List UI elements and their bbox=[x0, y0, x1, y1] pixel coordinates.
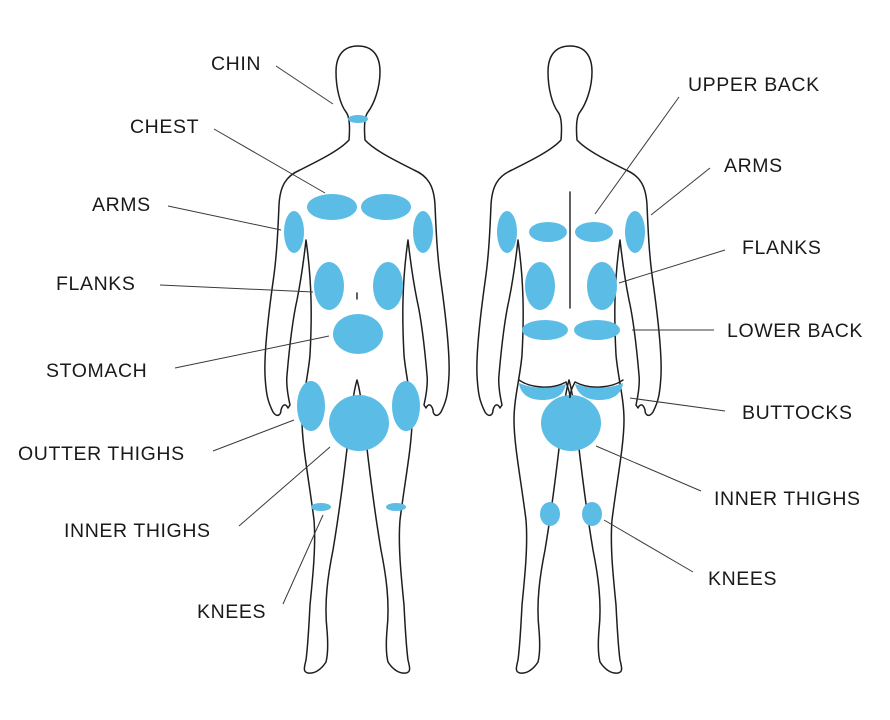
front-chest-zone-right bbox=[361, 194, 411, 220]
front-arm-zone-left bbox=[284, 211, 304, 253]
front-knee-zone-left bbox=[311, 503, 331, 511]
front-body-outline bbox=[264, 45, 450, 674]
back-knee-zone-right bbox=[582, 502, 602, 526]
label-back-inner-thighs: INNER THIGHS bbox=[714, 488, 861, 510]
label-back-lower-back: LOWER BACK bbox=[727, 320, 863, 342]
label-front-flanks: FLANKS bbox=[56, 273, 135, 295]
front-arm-zone-right bbox=[413, 211, 433, 253]
back-buttocks-crease bbox=[518, 379, 624, 399]
back-arm-zone-left bbox=[497, 211, 517, 253]
back-flank-zone-left bbox=[525, 262, 555, 310]
leader-front-inner-thighs bbox=[238, 446, 331, 527]
leader-front-stomach bbox=[174, 335, 330, 369]
label-back-knees: KNEES bbox=[708, 568, 777, 590]
label-front-knees: KNEES bbox=[197, 601, 266, 623]
front-outer-thigh-zone-left bbox=[297, 381, 325, 431]
front-figure bbox=[264, 45, 450, 674]
label-front-chin: CHIN bbox=[211, 53, 261, 75]
label-front-arms: ARMS bbox=[92, 194, 151, 216]
back-flank-zone-right bbox=[587, 262, 617, 310]
back-figure bbox=[476, 45, 662, 674]
back-annotations: UPPER BACK ARMS FLANKS LOWER BACK BUTTOC… bbox=[594, 74, 863, 590]
leader-back-arms bbox=[650, 167, 711, 216]
leader-back-buttocks bbox=[629, 397, 726, 412]
front-stomach-zone bbox=[333, 314, 383, 354]
leader-front-outer-thighs bbox=[212, 419, 295, 452]
leader-back-inner-thighs bbox=[595, 445, 702, 492]
label-back-flanks: FLANKS bbox=[742, 237, 821, 259]
front-flank-zone-right bbox=[373, 262, 403, 310]
leader-back-flanks bbox=[618, 249, 726, 284]
label-front-outer-thighs: OUTTER THIGHS bbox=[18, 443, 185, 465]
back-arm-zone-right bbox=[625, 211, 645, 253]
front-annotations: CHIN CHEST ARMS FLANKS STOMACH OUTTER TH… bbox=[18, 53, 334, 623]
leader-front-chest bbox=[213, 128, 326, 194]
leader-front-flanks bbox=[159, 284, 314, 293]
leader-back-knees bbox=[603, 519, 694, 573]
label-back-buttocks: BUTTOCKS bbox=[742, 402, 853, 424]
back-inner-thigh-zone bbox=[541, 395, 601, 451]
leader-front-knees bbox=[282, 514, 324, 605]
label-front-stomach: STOMACH bbox=[46, 360, 147, 382]
leader-front-chin bbox=[275, 65, 334, 105]
front-knee-zone-right bbox=[386, 503, 406, 511]
label-front-inner-thighs: INNER THIGHS bbox=[64, 520, 211, 542]
back-body-outline bbox=[476, 45, 662, 674]
front-inner-thigh-zone bbox=[329, 395, 389, 451]
back-upper-back-zone-right bbox=[575, 222, 613, 242]
back-buttocks-zone-left bbox=[519, 383, 566, 400]
front-chest-zone-left bbox=[307, 194, 357, 220]
leader-front-arms bbox=[167, 205, 282, 231]
back-lower-back-zone-right bbox=[574, 320, 620, 340]
leader-back-upper-back bbox=[594, 96, 680, 215]
front-chin-zone bbox=[348, 115, 368, 123]
back-lower-back-zone-left bbox=[522, 320, 568, 340]
front-flank-zone-left bbox=[314, 262, 344, 310]
back-upper-back-zone-left bbox=[529, 222, 567, 242]
label-front-chest: CHEST bbox=[130, 116, 199, 138]
front-outer-thigh-zone-right bbox=[392, 381, 420, 431]
label-back-arms: ARMS bbox=[724, 155, 783, 177]
back-buttocks-zone-right bbox=[575, 383, 623, 400]
label-back-upper-back: UPPER BACK bbox=[688, 74, 820, 96]
back-knee-zone-left bbox=[540, 502, 560, 526]
